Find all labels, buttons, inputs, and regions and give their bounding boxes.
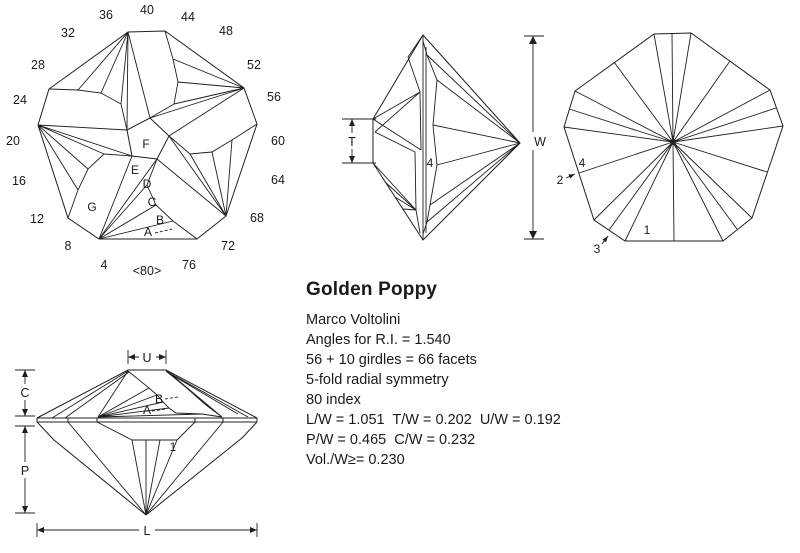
dimension-T-label: T bbox=[348, 135, 356, 149]
index-label-4: 4 bbox=[101, 258, 108, 272]
crown-letter-a-leader bbox=[154, 228, 173, 234]
girdle-band bbox=[36, 417, 258, 423]
dimension-W-label: W bbox=[534, 135, 546, 149]
dimension-T: T bbox=[342, 118, 376, 164]
pavilion-radial-facets bbox=[563, 32, 784, 242]
pavilion-outline bbox=[36, 421, 258, 516]
profile-pavilion-fan bbox=[422, 40, 521, 235]
index-label-56: 56 bbox=[267, 90, 281, 104]
crown-facet-letter-D: D bbox=[143, 177, 152, 191]
design-title: Golden Poppy bbox=[306, 279, 438, 300]
crown-facet-fan-left bbox=[37, 124, 133, 219]
facet-3-arrow bbox=[601, 235, 609, 245]
pavilion-star-view: 1 4 2 3 bbox=[557, 32, 784, 256]
index-label-68: 68 bbox=[250, 211, 264, 225]
crown-table-facet bbox=[126, 117, 170, 160]
profile-outline bbox=[372, 34, 521, 241]
pavilion-facet-4-label: 4 bbox=[579, 156, 586, 170]
crown-facet-fan-lower-right bbox=[156, 123, 258, 217]
profile-tw-view: T W 4 bbox=[342, 34, 550, 241]
index-label-64: 64 bbox=[271, 173, 285, 187]
side-letter-b-leader bbox=[164, 396, 179, 400]
index-label-16: 16 bbox=[12, 174, 26, 188]
pavilion-facet-2-label: 2 bbox=[557, 173, 564, 187]
crown-facet-letter-A: A bbox=[144, 225, 152, 239]
ratios-pw-cw: P/W = 0.465 C/W = 0.232 bbox=[306, 432, 476, 448]
facet-count: 56 + 10 girdles = 66 facets bbox=[306, 352, 477, 368]
index-label-24: 24 bbox=[13, 93, 27, 107]
side-facet-letter-A: A bbox=[143, 403, 151, 417]
profile-center-edges bbox=[422, 35, 427, 240]
crown-tier-edges bbox=[51, 370, 249, 419]
index-label-72: 72 bbox=[221, 239, 235, 253]
crown-facet-fan-upper-right bbox=[149, 30, 245, 137]
dimension-P-label: P bbox=[21, 464, 29, 478]
index-label-40: 40 bbox=[140, 3, 154, 17]
side-facet-1-label: 1 bbox=[170, 440, 177, 454]
crown-outline bbox=[36, 369, 258, 419]
crown-facet-letter-G: G bbox=[87, 200, 96, 214]
crown-facet-fan-top bbox=[48, 31, 151, 131]
dimension-U-label: U bbox=[142, 351, 151, 365]
index-label-32: 32 bbox=[61, 26, 75, 40]
dimension-W: W bbox=[524, 35, 550, 240]
crown-left-fan bbox=[97, 370, 223, 418]
side-facet-letter-B: B bbox=[155, 392, 163, 406]
crown-facet-letter-C: C bbox=[148, 195, 157, 209]
culet-point bbox=[670, 139, 676, 145]
dimension-U: U bbox=[127, 350, 167, 365]
designer-name: Marco Voltolini bbox=[306, 312, 401, 328]
crown-facet-fan-bottom bbox=[98, 155, 198, 240]
dimension-L-label: L bbox=[144, 524, 151, 538]
index-label-20: 20 bbox=[6, 134, 20, 148]
crown-facet-letter-E: E bbox=[131, 163, 139, 177]
index-label-12: 12 bbox=[30, 212, 44, 226]
spec-panel: Golden Poppy Marco Voltolini Angles for … bbox=[306, 279, 786, 470]
index-label-76: 76 bbox=[182, 258, 196, 272]
index-label-28: 28 bbox=[31, 58, 45, 72]
index-label-44: 44 bbox=[181, 10, 195, 24]
dimension-L: L bbox=[36, 522, 258, 538]
refractive-index: Angles for R.I. = 1.540 bbox=[306, 332, 451, 348]
crown-facet-letter-B: B bbox=[156, 213, 164, 227]
index-label-60: 60 bbox=[271, 134, 285, 148]
crown-plan-view: 36 40 44 32 48 28 52 24 56 20 60 16 64 1… bbox=[6, 3, 285, 278]
pavilion-facet-3-label: 3 bbox=[594, 242, 601, 256]
side-letter-a-leader bbox=[151, 408, 167, 412]
symmetry: 5-fold radial symmetry bbox=[306, 372, 449, 388]
index-label-80: <80> bbox=[133, 264, 162, 278]
side-elevation-view: U C P L A B 1 bbox=[15, 350, 258, 538]
dimension-C-label: C bbox=[20, 386, 29, 400]
crown-right-fan bbox=[165, 369, 223, 418]
profile-facet-4-label: 4 bbox=[427, 156, 434, 170]
ratios-lw-tw-uw: L/W = 1.051 T/W = 0.202 U/W = 0.192 bbox=[306, 412, 561, 428]
index-label-52: 52 bbox=[247, 58, 261, 72]
facet-2-arrow bbox=[565, 173, 576, 179]
volume-ratio: Vol./W≥= 0.230 bbox=[306, 452, 405, 468]
index-label-8: 8 bbox=[65, 239, 72, 253]
dimension-P: P bbox=[15, 425, 35, 514]
pavilion-facet-edges bbox=[67, 421, 224, 516]
index-label-36: 36 bbox=[99, 8, 113, 22]
crown-facet-letter-F: F bbox=[142, 137, 149, 151]
index-label-48: 48 bbox=[219, 24, 233, 38]
pavilion-facet-1-label: 1 bbox=[644, 223, 651, 237]
profile-crown-facets bbox=[372, 34, 424, 234]
index-gear: 80 index bbox=[306, 392, 361, 408]
dimension-C: C bbox=[15, 369, 35, 417]
